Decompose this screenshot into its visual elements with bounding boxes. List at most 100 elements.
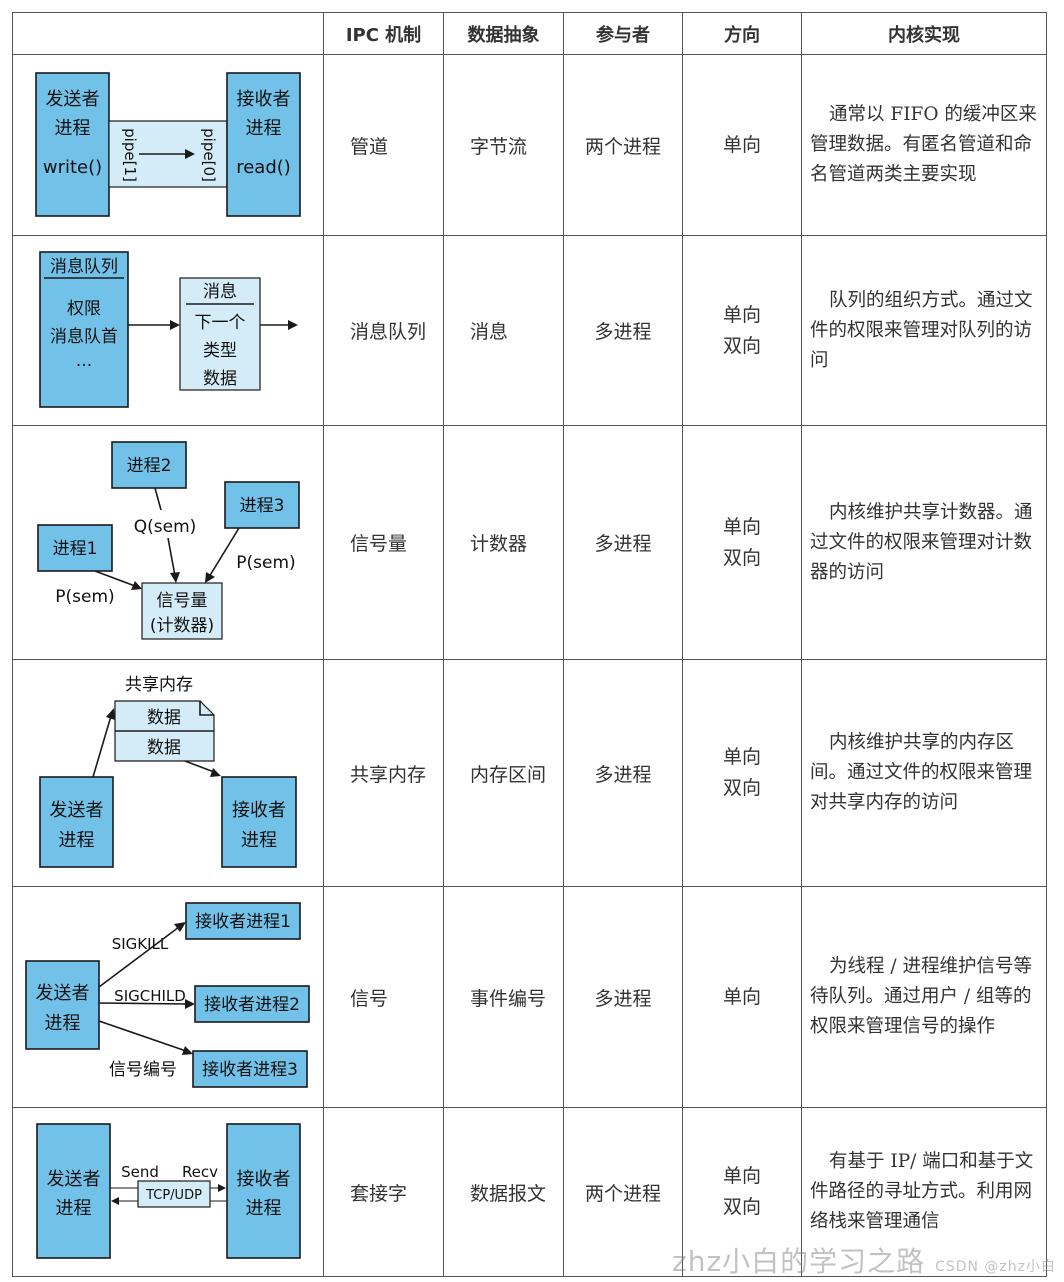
sig-sender-box xyxy=(25,960,100,1050)
ipc-comparison-table: IPC 机制 数据抽象 参与者 方向 内核实现 发送者 进程 write() 接… xyxy=(12,12,1047,1277)
sock-receiver-line1: 接收者 xyxy=(237,1169,291,1190)
participants-sharedmem: 多进程 xyxy=(563,659,683,887)
pipe-arrowhead xyxy=(185,149,195,159)
participants-socket: 两个进程 xyxy=(563,1107,683,1277)
shm-block-1: 数据 xyxy=(147,708,181,728)
shm-receiver-box xyxy=(221,776,297,868)
direction-semaphore-1: 单向 xyxy=(722,515,761,538)
sig-arrow-3-head xyxy=(182,1046,193,1055)
sig-arrow-2-head xyxy=(185,999,195,1009)
direction-sharedmem: 单向 双向 xyxy=(682,659,802,887)
sig-receiver1-box xyxy=(185,902,301,940)
impl-signal-text: 为线程 / 进程维护信号等待队列。通过用户 / 组等的权限来管理信号的操作 xyxy=(810,956,1032,1037)
sock-proto-label: TCP/UDP xyxy=(145,1188,202,1203)
mechanism-semaphore: 信号量 xyxy=(323,425,444,660)
sem-q-line-top xyxy=(154,487,162,511)
sock-recv-head xyxy=(111,1197,119,1205)
header-data-abstraction: 数据抽象 xyxy=(443,12,564,55)
pipe-receiver-line1: 接收者 xyxy=(237,89,291,110)
mechanism-socket: 套接字 xyxy=(323,1107,444,1277)
impl-msgqueue-text: 队列的组织方式。通过文件的权限来管理对队列的访问 xyxy=(810,289,1033,371)
data-pipe: 字节流 xyxy=(443,54,564,236)
sem-process2-label: 进程2 xyxy=(127,456,172,476)
sig-receiver3-box xyxy=(192,1050,308,1088)
sem-counter-box xyxy=(141,582,223,640)
pipe-diagram: 发送者 进程 write() 接收者 进程 read() pipe[1] pip… xyxy=(12,54,324,236)
sock-recv-label: Recv xyxy=(182,1163,218,1181)
shm-read-arrow xyxy=(184,760,215,773)
sig-arrow-1 xyxy=(98,926,180,988)
message-item-1: 下一个 xyxy=(195,313,246,333)
msgqueue-diagram: 消息队列 权限 消息队首 ... 消息 下一个 类型 数据 xyxy=(12,235,324,426)
header-participants: 参与者 xyxy=(563,12,683,55)
sig-label-number: 信号编号 xyxy=(109,1060,177,1080)
message-item-3: 数据 xyxy=(203,369,237,389)
sem-q-arrow xyxy=(167,537,176,577)
sem-p-right-label: P(sem) xyxy=(236,553,295,573)
queue-title: 消息队列 xyxy=(50,257,118,277)
shm-read-head xyxy=(210,768,221,777)
direction-sharedmem-1: 单向 xyxy=(722,746,761,768)
socket-diagram: 发送者 进程 接收者 进程 Send Recv TCP/UDP xyxy=(12,1107,324,1277)
shm-sender-line2: 进程 xyxy=(59,830,95,851)
sig-arrow-3 xyxy=(98,1020,187,1052)
sem-process1-box xyxy=(37,524,113,572)
sock-sender-line1: 发送者 xyxy=(47,1169,101,1190)
queue-to-msg-head xyxy=(170,320,180,330)
data-semaphore: 计数器 xyxy=(443,425,564,660)
impl-socket: 有基于 IP/ 端口和基于文件路径的寻址方式。利用网络栈来管理通信 xyxy=(801,1107,1047,1277)
direction-msgqueue: 单向 双向 xyxy=(682,235,802,426)
direction-signal: 单向 xyxy=(682,886,802,1108)
sem-p1-arrow xyxy=(94,570,136,587)
pipe-sender-line1: 发送者 xyxy=(46,89,100,110)
data-signal: 事件编号 xyxy=(443,886,564,1108)
direction-signal-1: 单向 xyxy=(722,985,761,1008)
sig-receiver2-label: 接收者进程2 xyxy=(204,995,300,1015)
pipe-sender-line3: write() xyxy=(43,157,102,178)
data-msgqueue: 消息 xyxy=(443,235,564,426)
impl-socket-text: 有基于 IP/ 端口和基于文件路径的寻址方式。利用网络栈来管理通信 xyxy=(810,1151,1034,1232)
signal-diagram: 发送者 进程 接收者进程1 接收者进程2 接收者进程3 SIGKILL SIGC… xyxy=(12,886,324,1108)
message-box xyxy=(179,277,261,391)
sem-p3-arrow xyxy=(208,527,240,578)
queue-item-2: 消息队首 xyxy=(50,327,118,347)
sem-process1-label: 进程1 xyxy=(53,539,98,559)
msg-next-head xyxy=(288,320,298,330)
direction-sharedmem-2: 双向 xyxy=(722,777,761,799)
header-row: IPC 机制 数据抽象 参与者 方向 内核实现 xyxy=(12,12,1047,55)
participants-semaphore: 多进程 xyxy=(563,425,683,660)
sem-process3-box xyxy=(224,481,300,529)
watermark-text: zhz小白的学习之路 xyxy=(672,1245,926,1278)
impl-sharedmem: 内核维护共享的内存区间。通过文件的权限来管理对共享内存的访问 xyxy=(801,659,1047,887)
row-socket: 发送者 进程 接收者 进程 Send Recv TCP/UDP 套接字 数据报文 xyxy=(12,1107,1047,1277)
impl-semaphore: 内核维护共享计数器。通过文件的权限来管理对计数器的访问 xyxy=(801,425,1047,660)
direction-socket-1: 单向 xyxy=(722,1165,761,1187)
impl-pipe-text: 通常以 FIFO 的缓冲区来管理数据。有匿名管道和命名管道两类主要实现 xyxy=(810,104,1037,185)
shm-receiver-line2: 进程 xyxy=(241,830,277,851)
sig-arrow-1-head xyxy=(174,922,186,932)
sem-q-label: Q(sem) xyxy=(134,517,197,537)
pipe-sender-box xyxy=(35,72,110,217)
participants-msgqueue: 多进程 xyxy=(563,235,683,426)
sig-arrow-2 xyxy=(98,1002,189,1005)
direction-semaphore-2: 双向 xyxy=(722,546,761,569)
header-diagram xyxy=(12,12,324,55)
mechanism-pipe: 管道 xyxy=(323,54,444,236)
header-kernel-impl: 内核实现 xyxy=(801,12,1047,55)
sig-label-sigkill: SIGKILL xyxy=(112,935,169,953)
watermark: zhz小白的学习之路 CSDN @zhz小白 xyxy=(672,1240,1056,1280)
impl-pipe: 通常以 FIFO 的缓冲区来管理数据。有匿名管道和命名管道两类主要实现 xyxy=(801,54,1047,236)
shm-receiver-line1: 接收者 xyxy=(232,800,286,821)
pipe-receiver-line2: 进程 xyxy=(246,118,282,139)
sem-p1-head xyxy=(131,581,142,590)
shm-block-2: 数据 xyxy=(147,738,181,758)
shm-sender-line1: 发送者 xyxy=(50,800,104,821)
watermark-csdn: CSDN @zhz小白 xyxy=(935,1259,1056,1275)
impl-msgqueue: 队列的组织方式。通过文件的权限来管理对队列的访问 xyxy=(801,235,1047,426)
direction-semaphore: 单向 双向 xyxy=(682,425,802,660)
data-sharedmem: 内存区间 xyxy=(443,659,564,887)
queue-item-1: 权限 xyxy=(67,299,101,319)
impl-sharedmem-text: 内核维护共享的内存区间。通过文件的权限来管理对共享内存的访问 xyxy=(810,732,1033,813)
sock-sender-line2: 进程 xyxy=(56,1198,92,1219)
semaphore-diagram: 进程2 进程3 进程1 Q(sem) P(sem) P(sem) 信号量 (计数… xyxy=(12,425,324,660)
